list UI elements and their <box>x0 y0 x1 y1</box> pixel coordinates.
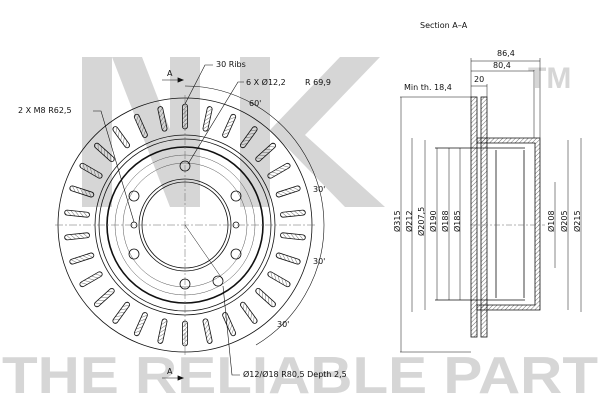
threads-label: 2 X M8 R62,5 <box>18 106 72 115</box>
dim-d212: Ø212 <box>404 210 414 232</box>
section-marker-bottom: A <box>167 367 173 376</box>
bolt-holes <box>128 160 242 290</box>
hub-recess-label: Ø12/Ø18 R80,5 Depth 2,5 <box>243 369 347 379</box>
dim-d108: Ø108 <box>546 210 556 232</box>
dim-d188: Ø188 <box>440 210 450 232</box>
dim-d190: Ø190 <box>428 210 438 232</box>
angle-right2-label: 30' <box>313 257 325 266</box>
watermark-logo: TM THE RELIABLE PART <box>2 57 598 400</box>
angle-right1-label: 30' <box>313 185 325 194</box>
dim-overall-height: 86,4 <box>497 49 515 58</box>
dim-d205: Ø205 <box>559 210 569 232</box>
dim-d207-5: Ø207,5 <box>416 207 426 236</box>
section-view <box>400 58 582 353</box>
dim-hat-height: 80,4 <box>493 61 511 70</box>
angle-top-label: 60' <box>249 99 261 108</box>
bolt-radius-label: R 69,9 <box>305 78 331 87</box>
section-marker-top: A <box>167 69 173 78</box>
dim-d215: Ø215 <box>572 210 582 232</box>
section-title: Section A–A <box>420 21 468 30</box>
front-view-labels: 30 Ribs 6 X Ø12,2 R 69,9 2 X M8 R62,5 60… <box>18 60 347 379</box>
ribs-label: 30 Ribs <box>216 60 246 69</box>
dim-d185: Ø185 <box>452 210 462 232</box>
angle-bottom-label: 30' <box>277 320 289 329</box>
bolt-holes-label: 6 X Ø12,2 <box>246 77 286 87</box>
dim-thickness: 20 <box>474 75 484 84</box>
watermark-tm: TM <box>528 62 571 95</box>
dim-min-thickness: Min th. 18,4 <box>404 83 452 92</box>
watermark-slogan: THE RELIABLE PART <box>2 347 598 400</box>
front-view <box>55 64 325 381</box>
dim-d315: Ø315 <box>392 210 402 232</box>
section-view-labels: Section A–A 86,4 80,4 20 Min th. 18,4 Ø3… <box>392 21 582 236</box>
